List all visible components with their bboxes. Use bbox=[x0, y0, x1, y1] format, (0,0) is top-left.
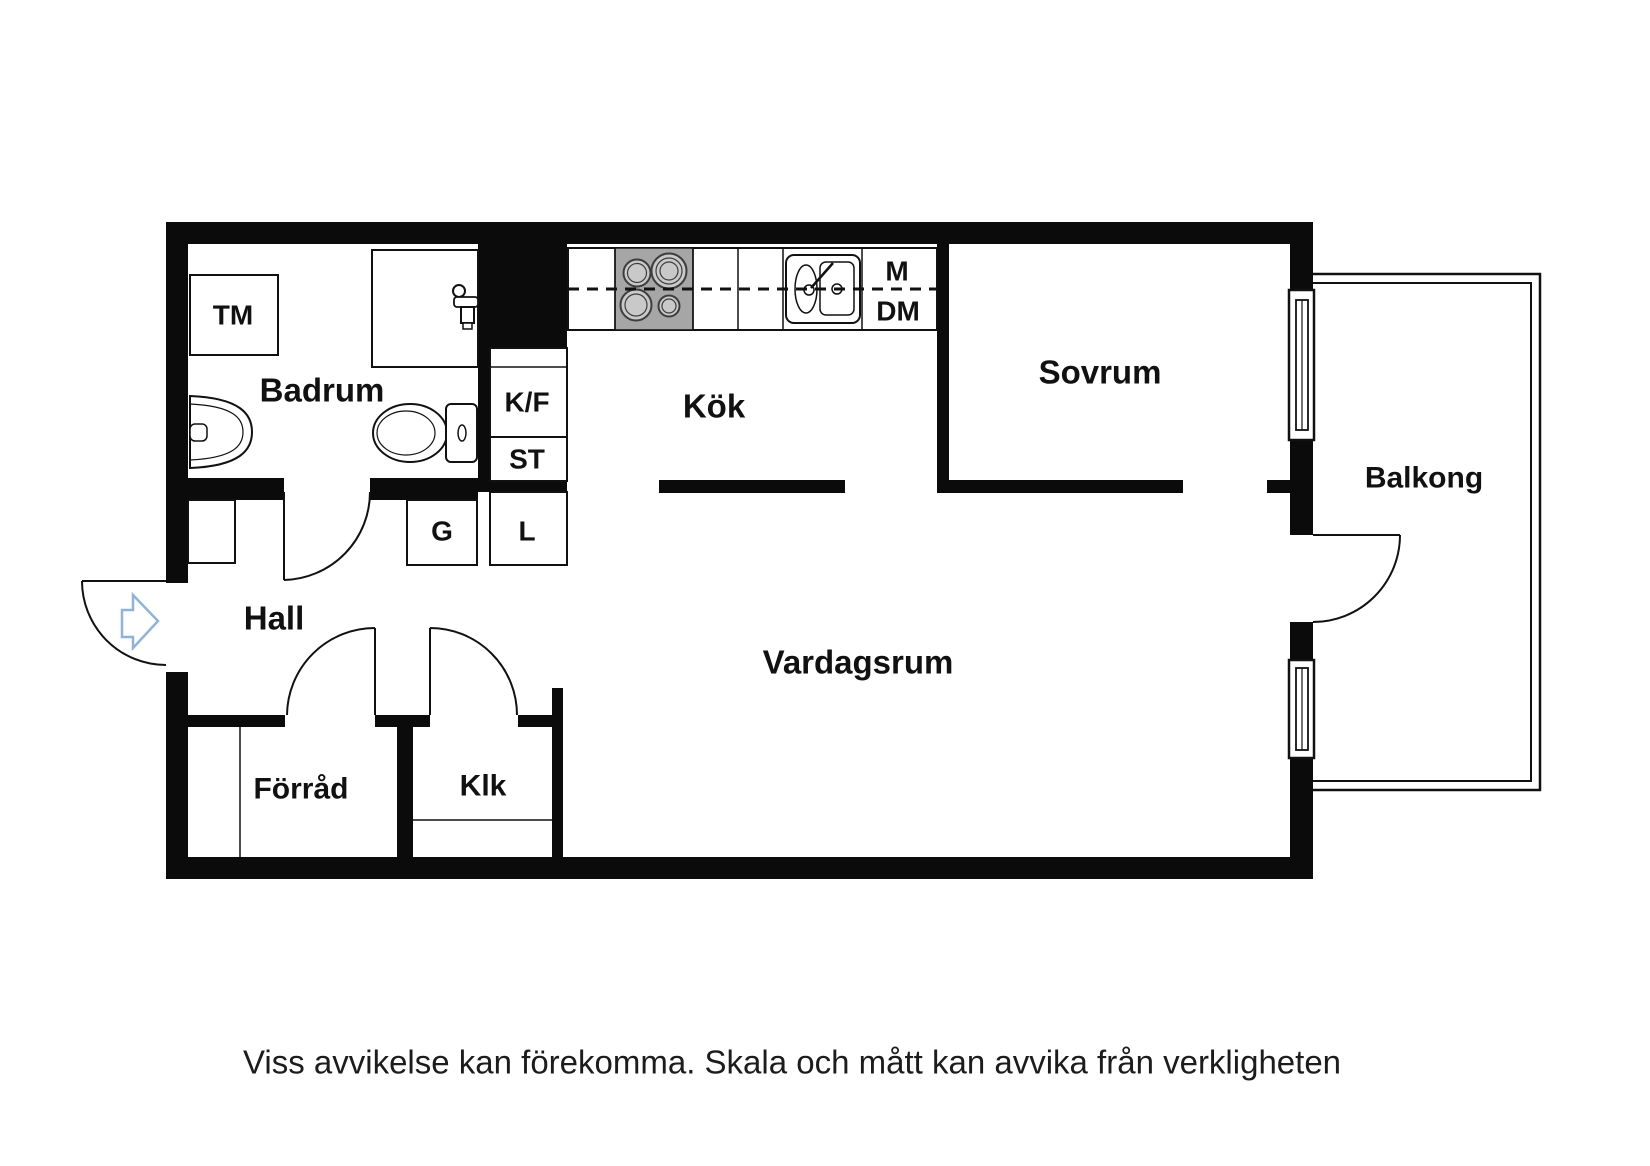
toilet-button bbox=[457, 424, 467, 442]
entry-door bbox=[81, 580, 167, 666]
l-closet-box bbox=[489, 491, 568, 566]
balcony-outer-line bbox=[1313, 272, 1542, 792]
doors bbox=[81, 491, 1401, 716]
room-label-kok: Kök bbox=[683, 388, 746, 425]
label-cleaning-closet: ST bbox=[509, 444, 545, 475]
burner-ring bbox=[626, 262, 648, 284]
balcony-door bbox=[1312, 534, 1401, 623]
stove-burners bbox=[619, 252, 688, 322]
burner-ring bbox=[661, 298, 677, 314]
wall-left-upper bbox=[166, 222, 188, 583]
wall-right-seg1 bbox=[1290, 222, 1313, 290]
toilet-bowl-inner bbox=[376, 410, 436, 456]
room-label-sovrum: Sovrum bbox=[1039, 354, 1162, 391]
room-label-badrum: Badrum bbox=[260, 372, 385, 409]
wall-bottom bbox=[166, 857, 1313, 879]
wall-kok-sovrum bbox=[937, 244, 949, 493]
kitchen-counter bbox=[567, 247, 938, 331]
door-arc bbox=[286, 627, 376, 716]
room-label-klk: Klk bbox=[460, 770, 507, 803]
entry-arrow-icon bbox=[120, 591, 160, 652]
basin-outline bbox=[189, 394, 254, 470]
hall-niche-box bbox=[187, 499, 236, 564]
toilet-icon bbox=[372, 403, 478, 463]
walls bbox=[166, 222, 1313, 879]
wall-kok-stub bbox=[659, 480, 845, 493]
window-sovrum bbox=[1287, 288, 1316, 442]
wall-forrad-divider bbox=[397, 727, 413, 857]
balcony-outline bbox=[1313, 272, 1542, 792]
labels: TM Badrum K/F ST G L Kök M DM Sovrum Bal… bbox=[213, 256, 1483, 806]
burner-icon bbox=[650, 252, 688, 290]
label-washing-machine: TM bbox=[213, 300, 253, 331]
sink-faucet bbox=[810, 262, 834, 289]
wall-badrum-right bbox=[478, 244, 490, 492]
room-label-forrad: Förråd bbox=[253, 773, 348, 806]
washing-machine-box bbox=[189, 274, 279, 356]
wall-badrum-bottom-b bbox=[370, 478, 478, 500]
bathroom-fixtures bbox=[189, 249, 479, 470]
bathroom-sink-icon bbox=[189, 394, 254, 470]
room-label-hall: Hall bbox=[244, 600, 305, 637]
label-dishwasher: DM bbox=[876, 296, 920, 327]
windows bbox=[1287, 288, 1316, 760]
wall-klk-right bbox=[552, 688, 563, 857]
wall-hall-bottom-c bbox=[518, 715, 563, 727]
wall-top bbox=[166, 222, 1313, 244]
wall-badrum-bottom-a bbox=[188, 478, 284, 500]
window-vardagsrum bbox=[1287, 658, 1316, 760]
wall-right-seg2 bbox=[1290, 440, 1313, 535]
mixer-foot bbox=[462, 322, 473, 330]
burner-ring bbox=[659, 261, 679, 281]
shower-mixer-icon bbox=[452, 284, 479, 330]
kf-column-box bbox=[489, 347, 568, 482]
toilet-tank bbox=[445, 403, 478, 463]
wall-stcolumn-bottom bbox=[478, 480, 567, 492]
door-arc bbox=[429, 627, 518, 716]
wall-hall-bottom-b bbox=[375, 715, 430, 727]
toilet-bowl bbox=[372, 403, 448, 463]
wall-sovrum-bottom bbox=[937, 480, 1183, 493]
burner-ring bbox=[655, 257, 683, 285]
g-closet-box bbox=[406, 499, 478, 566]
label-fridge-freezer: K/F bbox=[504, 387, 549, 418]
wall-shaft bbox=[490, 244, 567, 348]
room-label-vardagsrum: Vardagsrum bbox=[763, 644, 954, 681]
door-arc bbox=[1312, 534, 1401, 623]
label-microwave: M bbox=[885, 256, 908, 287]
mixer-knob bbox=[452, 284, 466, 298]
balcony-inner-line bbox=[1313, 282, 1532, 782]
door-arc bbox=[283, 491, 371, 581]
wall-sovrum-stub bbox=[1267, 480, 1290, 493]
klk-door bbox=[429, 627, 518, 716]
room-label-balkong: Balkong bbox=[1365, 462, 1483, 495]
badrum-door bbox=[283, 491, 371, 581]
mixer-bar bbox=[453, 296, 479, 308]
disclaimer-text: Viss avvikelse kan förekomma. Skala och … bbox=[243, 1044, 1341, 1081]
door-arc bbox=[81, 580, 167, 666]
label-linen-closet: L bbox=[518, 516, 535, 547]
basin-tap bbox=[189, 423, 208, 442]
wall-left-lower bbox=[166, 672, 188, 879]
cabinets bbox=[187, 347, 568, 857]
basin-inner bbox=[189, 403, 244, 461]
forrad-door bbox=[286, 627, 376, 716]
wall-right-seg3 bbox=[1290, 622, 1313, 660]
wall-right-seg4 bbox=[1290, 758, 1313, 879]
wall-hall-bottom-a bbox=[166, 715, 285, 727]
burner-ring bbox=[624, 293, 648, 317]
label-wardrobe: G bbox=[431, 516, 453, 547]
mixer-body bbox=[460, 306, 475, 324]
